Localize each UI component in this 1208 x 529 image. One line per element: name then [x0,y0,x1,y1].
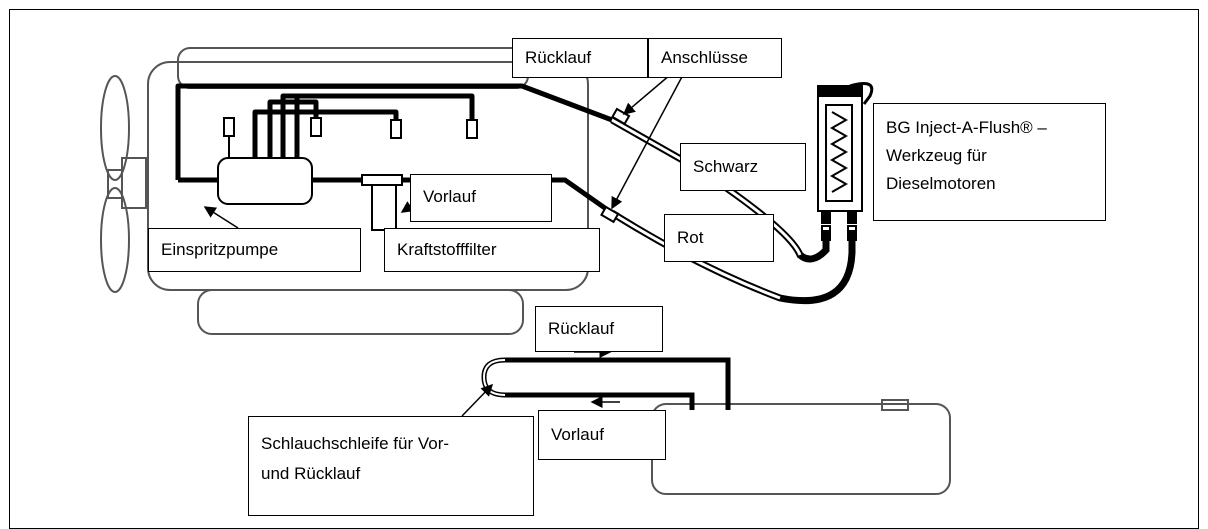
label-bg-inject-a-flush: BG Inject-A-Flush® – Werkzeug für Diesel… [873,103,1106,221]
label-ruecklauf-bottom: Rücklauf [535,306,663,352]
label-schlauchschleife: Schlauchschleife für Vor- und Rücklauf [248,416,534,516]
label-vorlauf-top: Vorlauf [410,174,552,222]
label-kraftstofffilter: Kraftstofffilter [384,228,600,272]
injection-pump [217,157,313,205]
inject-a-flush-tool [817,82,874,241]
label-einspritzpumpe: Einspritzpumpe [148,228,361,272]
fuel-filter [361,174,403,231]
label-ruecklauf-top: Rücklauf [512,38,648,78]
label-vorlauf-bottom: Vorlauf [538,410,666,460]
label-schwarz: Schwarz [680,143,806,191]
label-rot: Rot [664,214,774,262]
fan-icon [100,75,147,293]
label-anschluesse: Anschlüsse [648,38,782,78]
engine-fuel-lines [175,83,614,216]
fuel-tank [651,399,951,495]
